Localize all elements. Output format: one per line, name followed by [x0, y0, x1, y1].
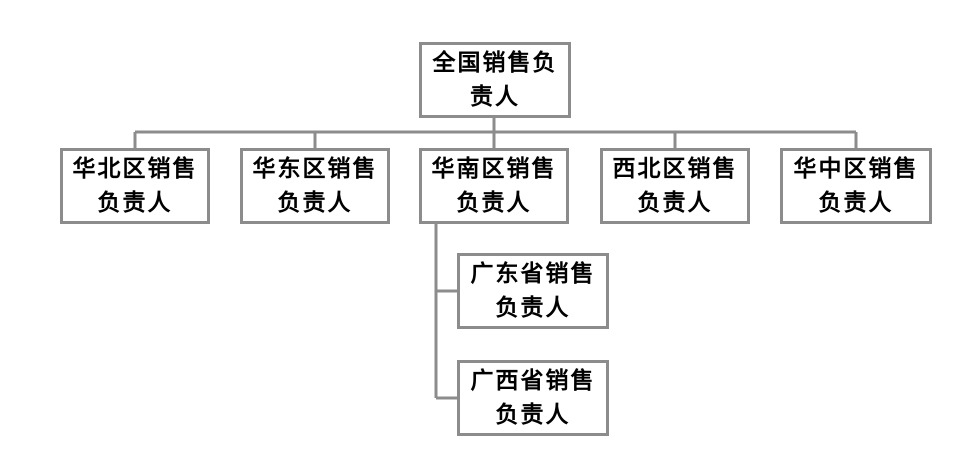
region-node-label: 华东区销售负责人 — [252, 155, 378, 216]
root-node-label: 全国销售负责人 — [432, 49, 558, 110]
province-node-guangxi: 广西省销售负责人 — [457, 360, 609, 436]
province-node-label: 广西省销售负责人 — [470, 367, 596, 428]
region-node-label: 西北区销售负责人 — [612, 155, 738, 216]
region-node-label: 华北区销售负责人 — [72, 155, 198, 216]
region-node-north: 华北区销售负责人 — [60, 148, 210, 224]
region-node-central: 华中区销售负责人 — [780, 148, 932, 224]
region-node-label: 华中区销售负责人 — [793, 155, 919, 216]
root-node: 全国销售负责人 — [419, 42, 571, 118]
province-node-guangdong: 广东省销售负责人 — [457, 253, 609, 329]
region-node-label: 华南区销售负责人 — [431, 155, 557, 216]
region-node-south: 华南区销售负责人 — [419, 148, 569, 224]
region-node-east: 华东区销售负责人 — [240, 148, 390, 224]
region-node-northwest: 西北区销售负责人 — [600, 148, 750, 224]
province-node-label: 广东省销售负责人 — [470, 260, 596, 321]
